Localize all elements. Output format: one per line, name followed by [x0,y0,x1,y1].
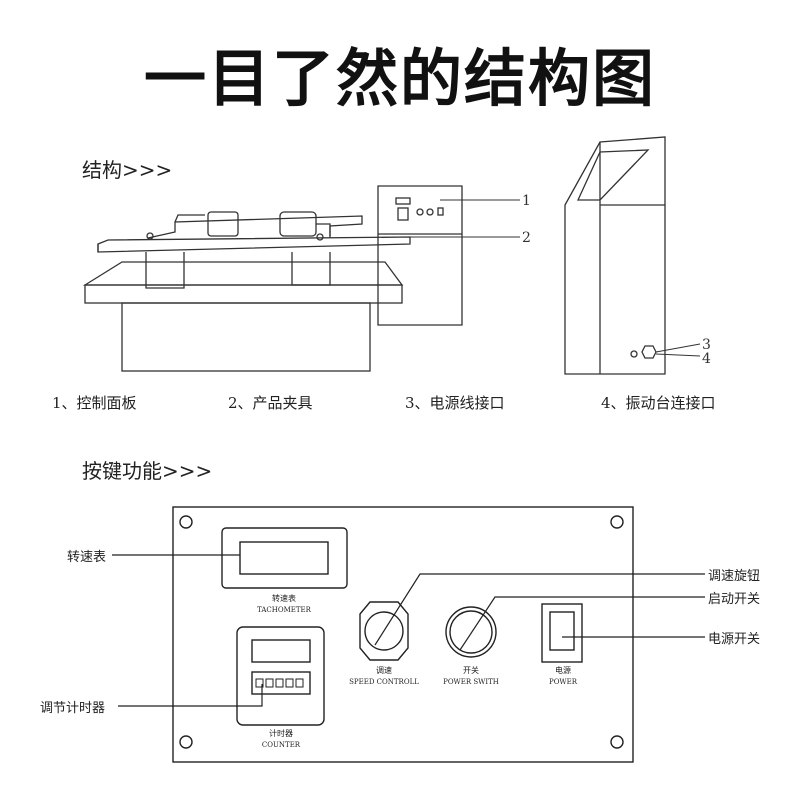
vibration-table-base [82,261,404,372]
callout-number-4: 4 [702,351,711,367]
screw-icons [179,515,624,749]
tachometer-label-cn: 转速表 [272,593,296,603]
switch-label-cn: 开关 [463,665,479,675]
power-label-cn: 电源 [555,665,571,675]
tachometer-frame [221,527,348,589]
caption-table-port: 4、振动台连接口 [601,394,716,412]
callout-number-1: 1 [522,193,531,209]
callout-timer: 调节计时器 [40,701,106,716]
start-switch [445,606,497,658]
vibration-cabinet [564,136,666,375]
caption-control-panel: 1、控制面板 [52,394,137,412]
callout-number-3: 3 [702,337,711,353]
callout-start-switch: 启动开关 [708,592,761,607]
callout-power-switch: 电源开关 [708,632,761,647]
control-panel-diagram: 转速表 TACHOMETER 计时器 COUNTER 调速 SPEED CONT… [112,506,705,763]
product-fixture [146,211,363,241]
speed-label-cn: 调速 [376,666,392,675]
callout-line-start-switch [459,596,705,651]
structure-diagram: 1 2 3 4 [82,136,711,375]
caption-power-port: 3、电源线接口 [405,394,505,412]
callout-speed-knob: 调速旋钮 [708,569,761,584]
control-box [377,185,463,326]
counter-display [251,639,311,663]
callout-line-timer [118,684,263,707]
keys-heading: 按键功能>>> [82,459,213,483]
callout-line-speed-knob [374,573,705,646]
speed-knob [359,601,409,661]
callout-line-4 [655,353,701,357]
vibration-table-platform [97,236,411,253]
counter-label-en: COUNTER [262,741,301,749]
callout-tachometer: 转速表 [67,550,107,565]
caption-product-fixture: 2、产品夹具 [228,394,313,412]
counter-label-cn: 计时器 [269,728,293,738]
counter-keypad [251,671,311,695]
tachometer-label-en: TACHOMETER [257,606,312,614]
structure-heading: 结构>>> [82,158,173,182]
switch-label-en: POWER SWITH [443,678,499,686]
speed-label-en: SPEED CONTROLL [349,678,419,686]
panel-frame [172,506,634,763]
callout-line-3 [655,343,701,353]
counter-frame [236,626,325,726]
power-rocker [541,603,583,663]
callout-number-2: 2 [522,230,531,246]
power-label-en: POWER [549,678,578,686]
tachometer-display [239,541,329,575]
page-title: 一目了然的结构图 [143,42,656,115]
